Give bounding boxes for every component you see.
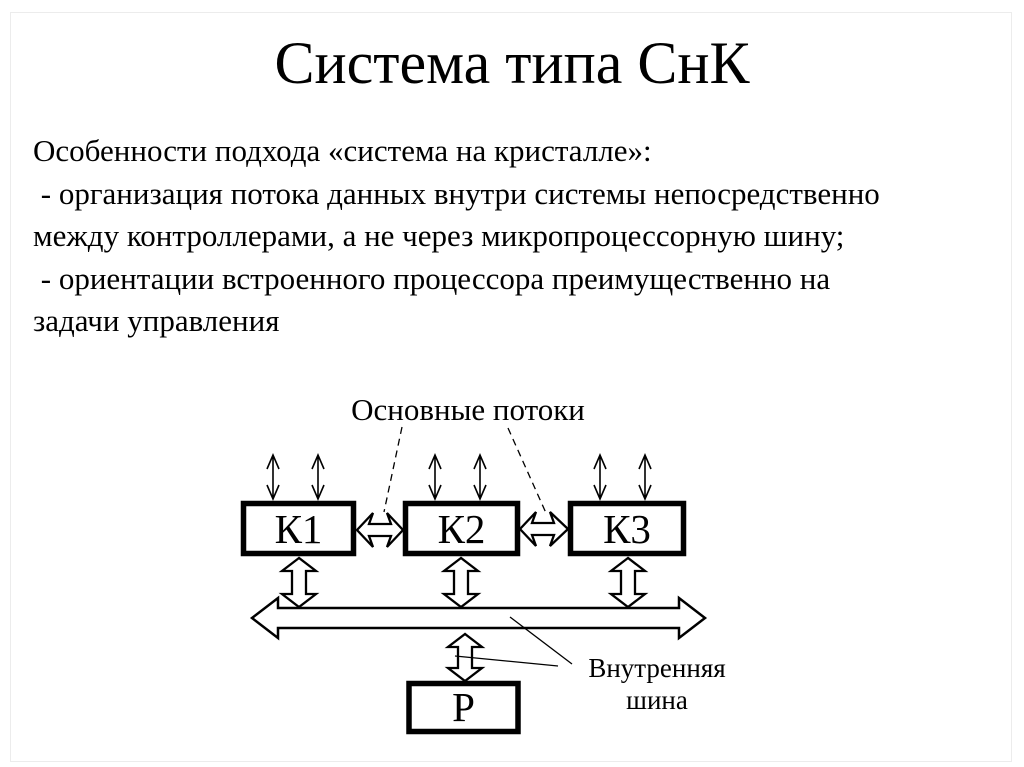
block-p-label: Р: [452, 684, 475, 730]
slide-title: Система типа СнК: [274, 30, 750, 96]
io-arrow: [473, 452, 487, 502]
body-line: - организация потока данных внутри систе…: [33, 175, 880, 211]
block-p-box: [406, 680, 521, 735]
io-arrow: [311, 452, 325, 502]
body-line: Особенности подхода «система на кристалл…: [33, 133, 652, 168]
main-flows-label: Основные потоки: [351, 392, 585, 427]
body-line: между контроллерами, а не через микропро…: [33, 218, 845, 253]
flows-leader-line-left: [383, 426, 403, 513]
block-k2: К2: [402, 500, 521, 557]
internal-bus-label-line1: Внутренняя: [588, 653, 725, 683]
flow-arrow-k1-k2: [355, 512, 405, 548]
block-k2-box: [402, 500, 521, 557]
bus-leader-line-lower: [454, 655, 559, 667]
block-k3: К3: [567, 500, 687, 557]
block-k2-label: К2: [438, 506, 486, 552]
block-p: Р: [406, 680, 521, 735]
block-k1-box: [240, 500, 357, 557]
block-k1-label: К1: [275, 506, 323, 552]
bus-link-arrow-k1: [278, 556, 320, 609]
internal-bus-arrow: [249, 595, 708, 641]
slide-body-text: Особенности подхода «система на кристалл…: [33, 130, 1008, 343]
block-k1: К1: [240, 500, 357, 557]
io-arrow: [638, 452, 652, 502]
io-arrow: [593, 452, 607, 502]
bus-link-arrow-k3: [607, 556, 649, 609]
io-arrow: [266, 452, 280, 502]
block-k3-box: [567, 500, 687, 557]
internal-bus-label-line2: шина: [626, 685, 688, 715]
bus-link-arrow-k2: [440, 556, 482, 609]
flow-arrow-k2-k3: [518, 511, 570, 547]
flows-leader-line-right: [507, 427, 547, 514]
body-line: задачи управления: [33, 303, 280, 338]
body-line: - ориентации встроенного процессора преи…: [33, 260, 831, 296]
bus-leader-line-upper: [509, 616, 573, 665]
io-arrow: [428, 452, 442, 502]
block-k3-label: К3: [603, 506, 651, 552]
